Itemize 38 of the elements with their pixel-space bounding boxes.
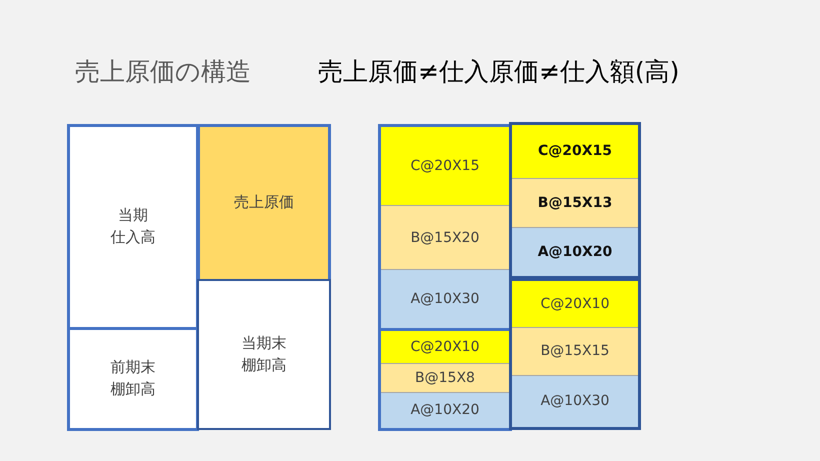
layer-label: A@10X20	[410, 401, 480, 420]
price-layer-band	[512, 178, 638, 227]
layer-stack-frame	[509, 278, 641, 430]
layer-label: A@10X30	[540, 392, 610, 412]
price-layer-band	[512, 226, 638, 276]
price-layer-band	[512, 125, 638, 178]
price-layer-band	[512, 281, 638, 328]
price-layer-band	[381, 127, 509, 206]
page-title: 売上原価の構造	[75, 56, 251, 88]
price-layer-band	[381, 269, 509, 328]
price-layer-band	[381, 205, 509, 270]
layer-stack-frame	[378, 124, 512, 331]
account-block	[197, 279, 331, 430]
price-layer-band	[512, 375, 638, 427]
block-label: 当期末棚卸高	[242, 332, 286, 376]
formula-heading: 売上原価≠仕入原価≠仕入額(高)	[318, 56, 680, 88]
layer-label: C@20X10	[540, 294, 610, 314]
layer-label: C@20X15	[410, 156, 480, 176]
layer-label: A@10X20	[538, 242, 612, 262]
price-layer-band	[381, 363, 509, 392]
price-layer-band	[512, 327, 638, 376]
price-layer-band	[381, 392, 509, 428]
layer-label: C@20X10	[410, 338, 480, 357]
layer-label: C@20X15	[538, 142, 612, 162]
layer-stack-frame	[378, 328, 512, 431]
price-layer-band	[381, 331, 509, 364]
layer-label: A@10X30	[410, 290, 480, 309]
block-label: 当期仕入高	[110, 205, 156, 248]
layer-label: B@15X13	[538, 194, 612, 213]
layer-label: B@15X8	[415, 368, 475, 388]
account-block	[197, 124, 331, 282]
layer-label: B@15X15	[540, 342, 610, 362]
account-block	[67, 327, 199, 431]
block-label: 前期末棚卸高	[110, 357, 156, 400]
layer-stack-frame	[509, 122, 641, 279]
layer-label: B@15X20	[410, 228, 480, 248]
block-label: 売上原価	[234, 192, 294, 214]
account-block	[67, 124, 199, 330]
